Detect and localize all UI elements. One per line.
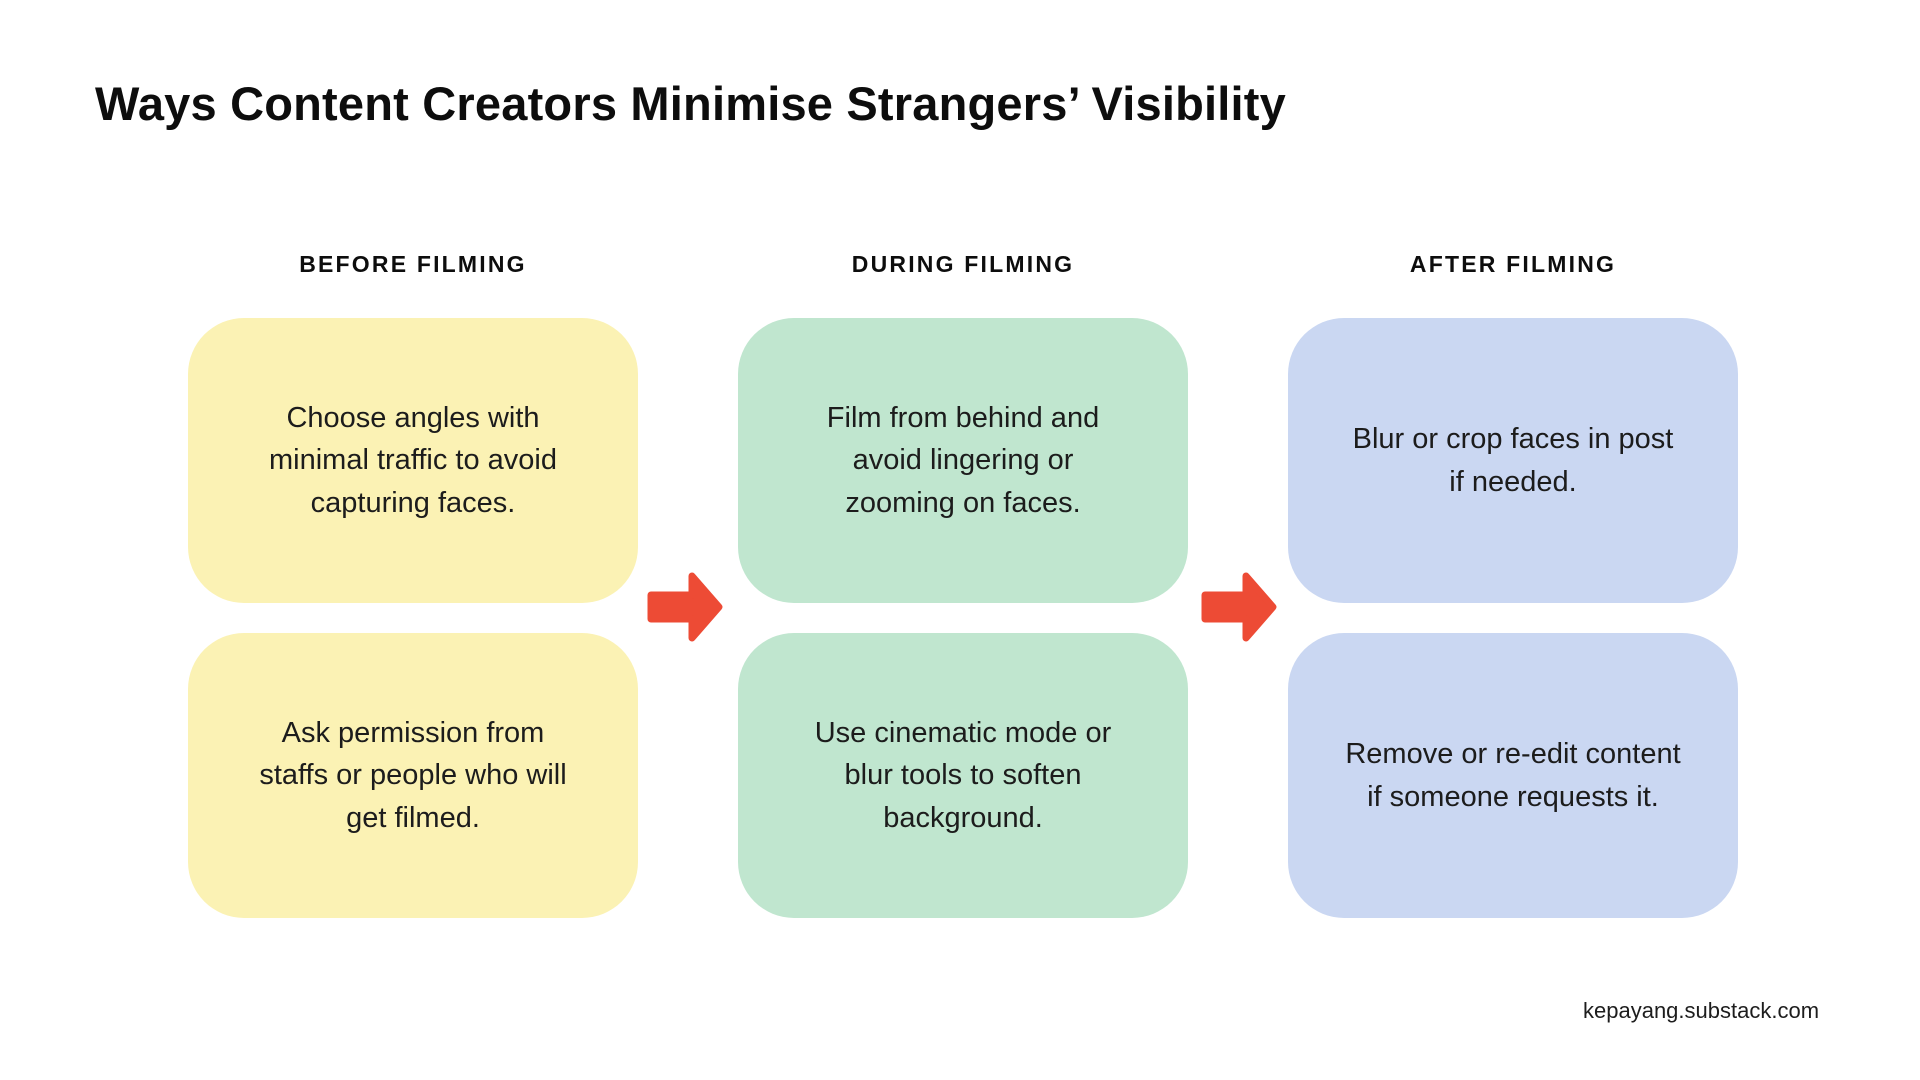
right-arrow-icon — [647, 572, 723, 642]
column-header-after-filming: AFTER FILMING — [1409, 251, 1617, 277]
card-text: Film from behind and avoid lingering or … — [826, 402, 1100, 519]
footer-credit: kepayang.substack.com — [1583, 998, 1820, 1023]
page-title: Ways Content Creators Minimise Strangers… — [95, 77, 1286, 130]
card-text: Blur or crop faces in post if needed. — [1352, 423, 1674, 498]
column-header-during-filming: DURING FILMING — [851, 251, 1075, 277]
column-header-before-filming: BEFORE FILMING — [299, 251, 527, 277]
card-text: Ask permission from staffs or people who… — [259, 717, 567, 834]
card-before-choose-angles: Choose angles with minimal traffic to av… — [188, 318, 638, 603]
card-after-remove-or-reedit: Remove or re-edit content if someone req… — [1288, 633, 1738, 918]
card-during-cinematic-mode: Use cinematic mode or blur tools to soft… — [738, 633, 1188, 918]
card-text: Use cinematic mode or blur tools to soft… — [814, 717, 1112, 834]
card-before-ask-permission: Ask permission from staffs or people who… — [188, 633, 638, 918]
right-arrow-icon — [1201, 572, 1277, 642]
card-text: Choose angles with minimal traffic to av… — [269, 402, 557, 519]
card-text: Remove or re-edit content if someone req… — [1345, 738, 1681, 813]
card-after-blur-or-crop: Blur or crop faces in post if needed. — [1288, 318, 1738, 603]
card-during-film-from-behind: Film from behind and avoid lingering or … — [738, 318, 1188, 603]
